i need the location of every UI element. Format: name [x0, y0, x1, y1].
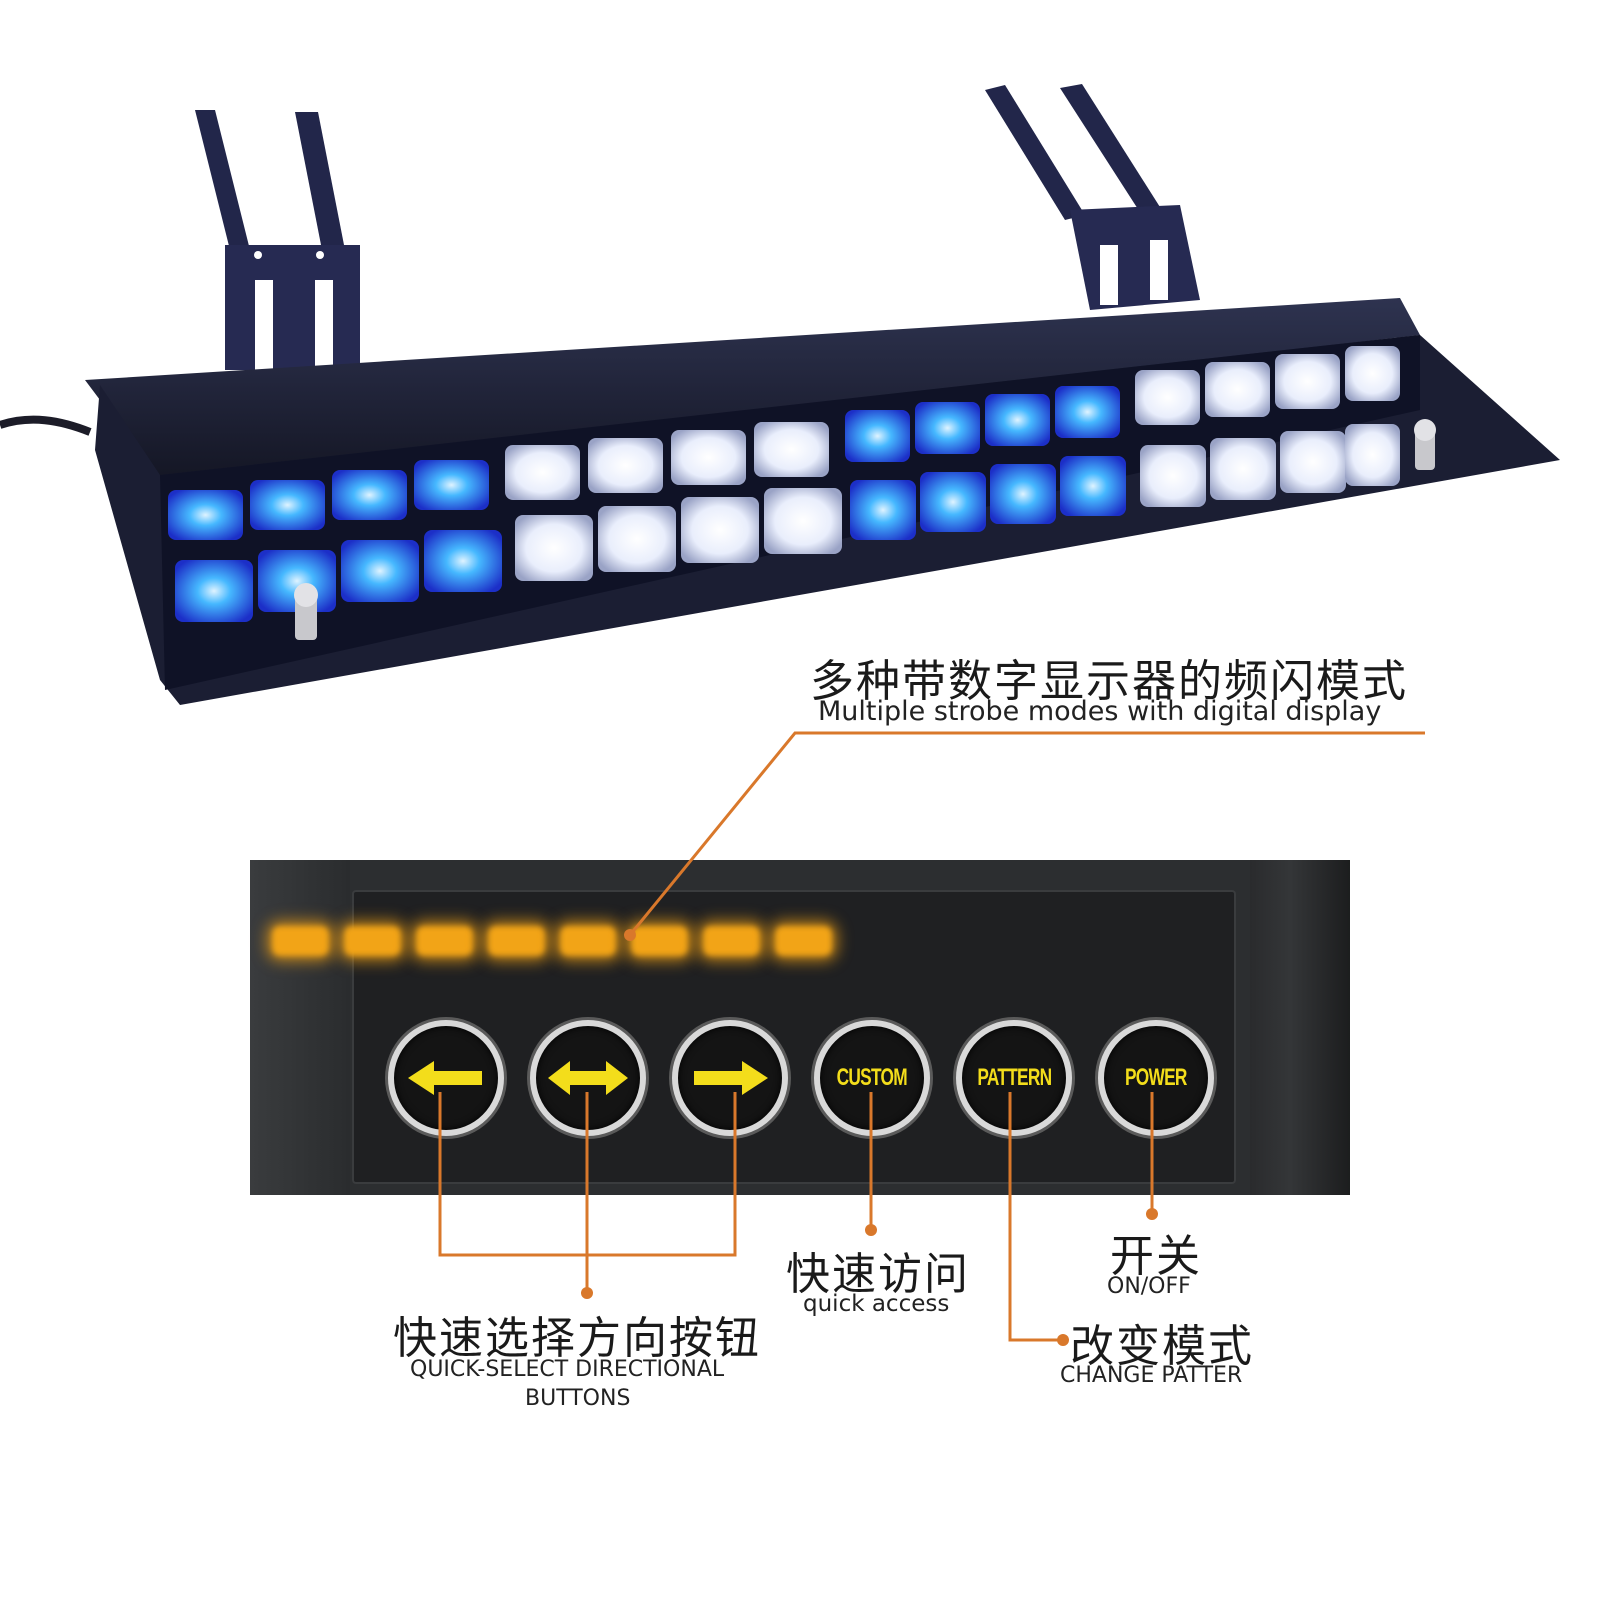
light-bar-product-image — [0, 84, 1560, 705]
display-caption-en: Multiple strobe modes with digital displ… — [818, 696, 1382, 727]
change-mode-caption-zh: 改变模式 — [1070, 1321, 1254, 1372]
change-mode-caption-en: CHANGE PATTER — [1060, 1363, 1243, 1388]
quick-access-caption-en: quick access — [803, 1291, 950, 1317]
display-callout-line — [628, 731, 1425, 936]
mount-bolt-right — [1414, 419, 1436, 470]
onoff-caption-zh: 开关 — [1110, 1231, 1202, 1282]
display-segment — [487, 926, 545, 956]
power-button-label: POWER — [1125, 1064, 1187, 1091]
pattern-button-label: PATTERN — [976, 1064, 1052, 1091]
mount-bracket-right — [985, 84, 1200, 310]
display-segment — [559, 926, 617, 956]
custom-button[interactable]: CUSTOM — [814, 1020, 930, 1136]
onoff-caption-en: ON/OFF — [1107, 1274, 1191, 1299]
arrow-left-right-icon — [548, 1061, 628, 1095]
led-modules — [168, 346, 1400, 622]
digital-display — [272, 926, 832, 964]
display-segment — [631, 926, 689, 956]
display-caption-zh: 多种带数字显示器的频闪模式 — [810, 656, 1408, 707]
directional-caption-en-line2: BUTTONS — [525, 1386, 631, 1411]
display-segment — [703, 926, 761, 956]
right-arrow-button[interactable] — [672, 1020, 788, 1136]
quick-access-caption-zh: 快速访问 — [786, 1249, 970, 1300]
pattern-button[interactable]: PATTERN — [956, 1020, 1072, 1136]
display-segment — [272, 926, 329, 956]
power-button[interactable]: POWER — [1098, 1020, 1214, 1136]
housing-top — [85, 298, 1420, 480]
arrow-left-icon — [408, 1061, 482, 1095]
custom-button-label: CUSTOM — [836, 1064, 908, 1091]
display-segment — [343, 926, 401, 956]
pattern-callout-line — [1008, 1092, 1062, 1342]
arrow-right-icon — [694, 1061, 768, 1095]
display-segment — [775, 926, 832, 956]
power-cable — [0, 415, 92, 436]
left-arrow-button[interactable] — [388, 1020, 504, 1136]
directional-caption-en-line1: QUICK-SELECT DIRECTIONAL — [410, 1357, 725, 1382]
display-segment — [415, 926, 473, 956]
mount-bolt-left — [294, 583, 318, 640]
directional-caption-zh: 快速选择方向按钮 — [393, 1313, 761, 1364]
mount-bracket-left — [195, 110, 360, 375]
